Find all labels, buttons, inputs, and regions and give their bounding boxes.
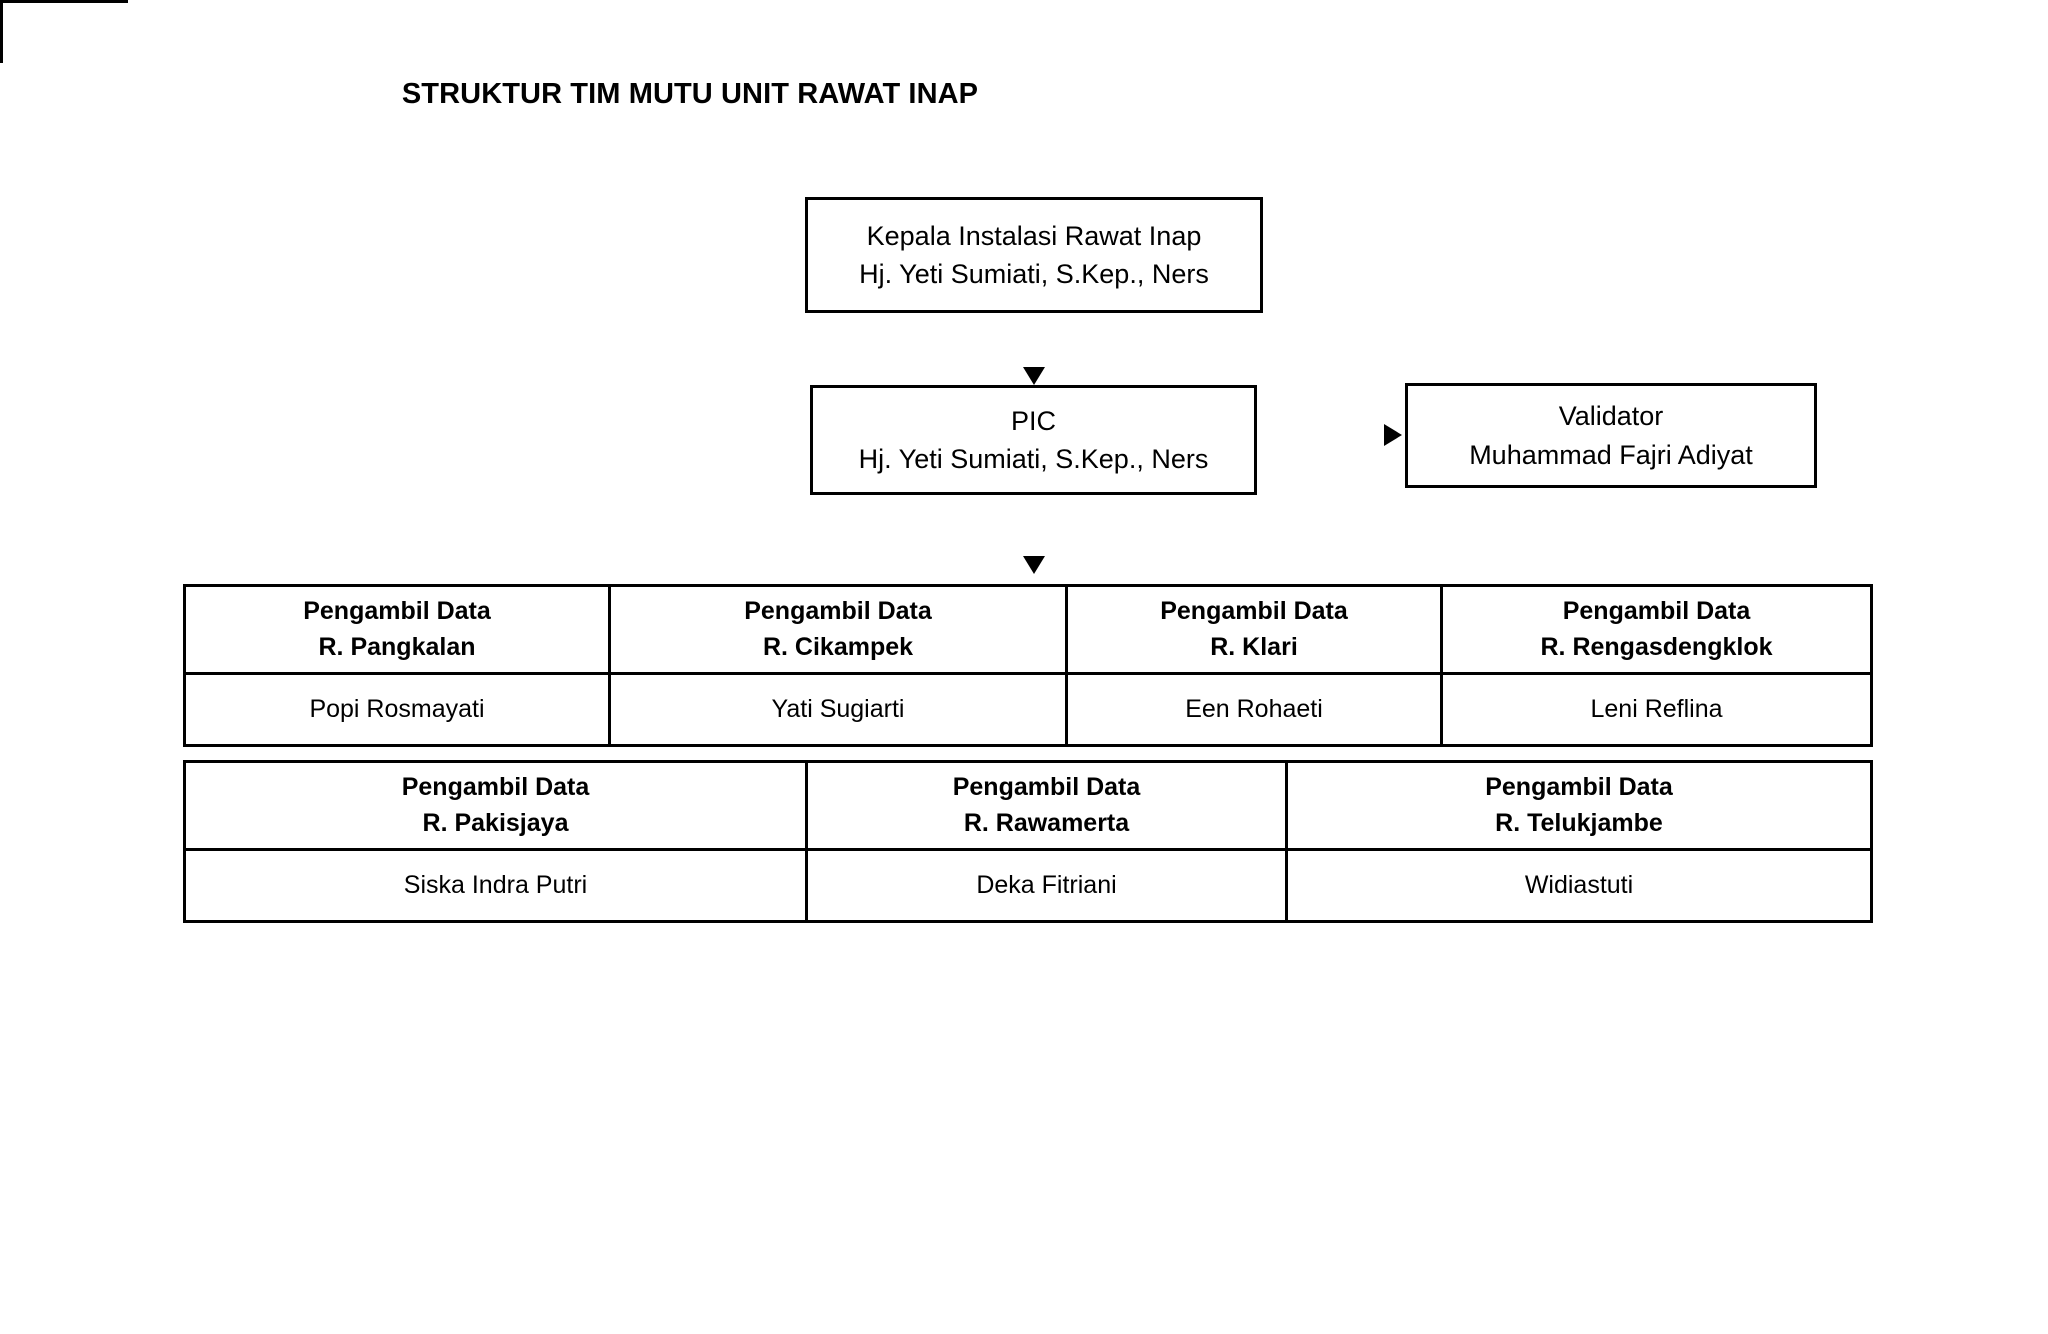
table-cell-header: Pengambil Data R. Klari	[1065, 584, 1443, 675]
connector-line-vertical	[0, 0, 3, 63]
node-kepala-person: Hj. Yeti Sumiati, S.Kep., Ners	[859, 259, 1209, 289]
node-pic: PIC Hj. Yeti Sumiati, S.Kep., Ners	[810, 385, 1257, 495]
table-row-headers: Pengambil Data R. Pakisjaya Pengambil Da…	[183, 760, 1873, 851]
header-unit: R. Telukjambe	[1495, 808, 1663, 837]
header-unit: R. Klari	[1210, 632, 1298, 661]
node-validator-person: Muhammad Fajri Adiyat	[1469, 439, 1753, 470]
table-cell-header: Pengambil Data R. Pakisjaya	[183, 760, 808, 851]
header-unit: R. Cikampek	[762, 632, 914, 661]
header-role: Pengambil Data	[744, 597, 932, 625]
table-cell-header: Pengambil Data R. Pangkalan	[183, 584, 611, 675]
pengambil-data-table-top: Pengambil Data R. Pangkalan Pengambil Da…	[183, 584, 1873, 747]
table-cell-header: Pengambil Data R. Cikampek	[608, 584, 1068, 675]
table-cell-name: Deka Fitriani	[805, 848, 1288, 923]
table-cell-name: Widiastuti	[1285, 848, 1873, 923]
table-cell-header: Pengambil Data R. Rawamerta	[805, 760, 1288, 851]
header-unit: R. Pakisjaya	[422, 808, 569, 837]
table-cell-header: Pengambil Data R. Telukjambe	[1285, 760, 1873, 851]
header-unit: R. Rengasdengklok	[1540, 632, 1773, 661]
connector-pic-to-validator	[0, 0, 1402, 446]
header-role: Pengambil Data	[1160, 597, 1348, 625]
node-kepala-instalasi: Kepala Instalasi Rawat Inap Hj. Yeti Sum…	[805, 197, 1263, 313]
node-validator: Validator Muhammad Fajri Adiyat	[1405, 383, 1817, 488]
pengambil-data-table-bottom: Pengambil Data R. Pakisjaya Pengambil Da…	[183, 760, 1873, 923]
header-role: Pengambil Data	[401, 773, 590, 801]
table-cell-name: Yati Sugiarti	[608, 672, 1068, 747]
header-unit: R. Pangkalan	[318, 632, 476, 661]
page-title: STRUKTUR TIM MUTU UNIT RAWAT INAP	[401, 78, 979, 110]
header-role: Pengambil Data	[952, 773, 1141, 801]
table-cell-name: Popi Rosmayati	[183, 672, 611, 747]
table-cell-header: Pengambil Data R. Rengasdengklok	[1440, 584, 1873, 675]
header-role: Pengambil Data	[1485, 773, 1673, 801]
header-role: Pengambil Data	[303, 597, 491, 625]
header-unit: R. Rawamerta	[963, 808, 1130, 837]
table-row-headers: Pengambil Data R. Pangkalan Pengambil Da…	[183, 584, 1873, 675]
arrow-right-icon	[1384, 424, 1402, 446]
table-cell-name: Een Rohaeti	[1065, 672, 1443, 747]
header-role: Pengambil Data	[1562, 597, 1751, 625]
table-row-names: Siska Indra Putri Deka Fitriani Widiastu…	[183, 848, 1873, 923]
node-validator-role: Validator	[1558, 401, 1664, 432]
connector-pic-to-table	[0, 0, 1045, 574]
connector-line-horizontal	[0, 0, 128, 3]
node-kepala-role: Kepala Instalasi Rawat Inap	[866, 220, 1202, 251]
table-cell-name: Siska Indra Putri	[183, 848, 808, 923]
table-row-names: Popi Rosmayati Yati Sugiarti Een Rohaeti…	[183, 672, 1873, 747]
arrow-down-icon	[1023, 367, 1045, 385]
arrow-down-icon	[1023, 556, 1045, 574]
node-pic-person: Hj. Yeti Sumiati, S.Kep., Ners	[858, 444, 1209, 474]
table-cell-name: Leni Reflina	[1440, 672, 1873, 747]
node-pic-role: PIC	[1010, 405, 1056, 436]
